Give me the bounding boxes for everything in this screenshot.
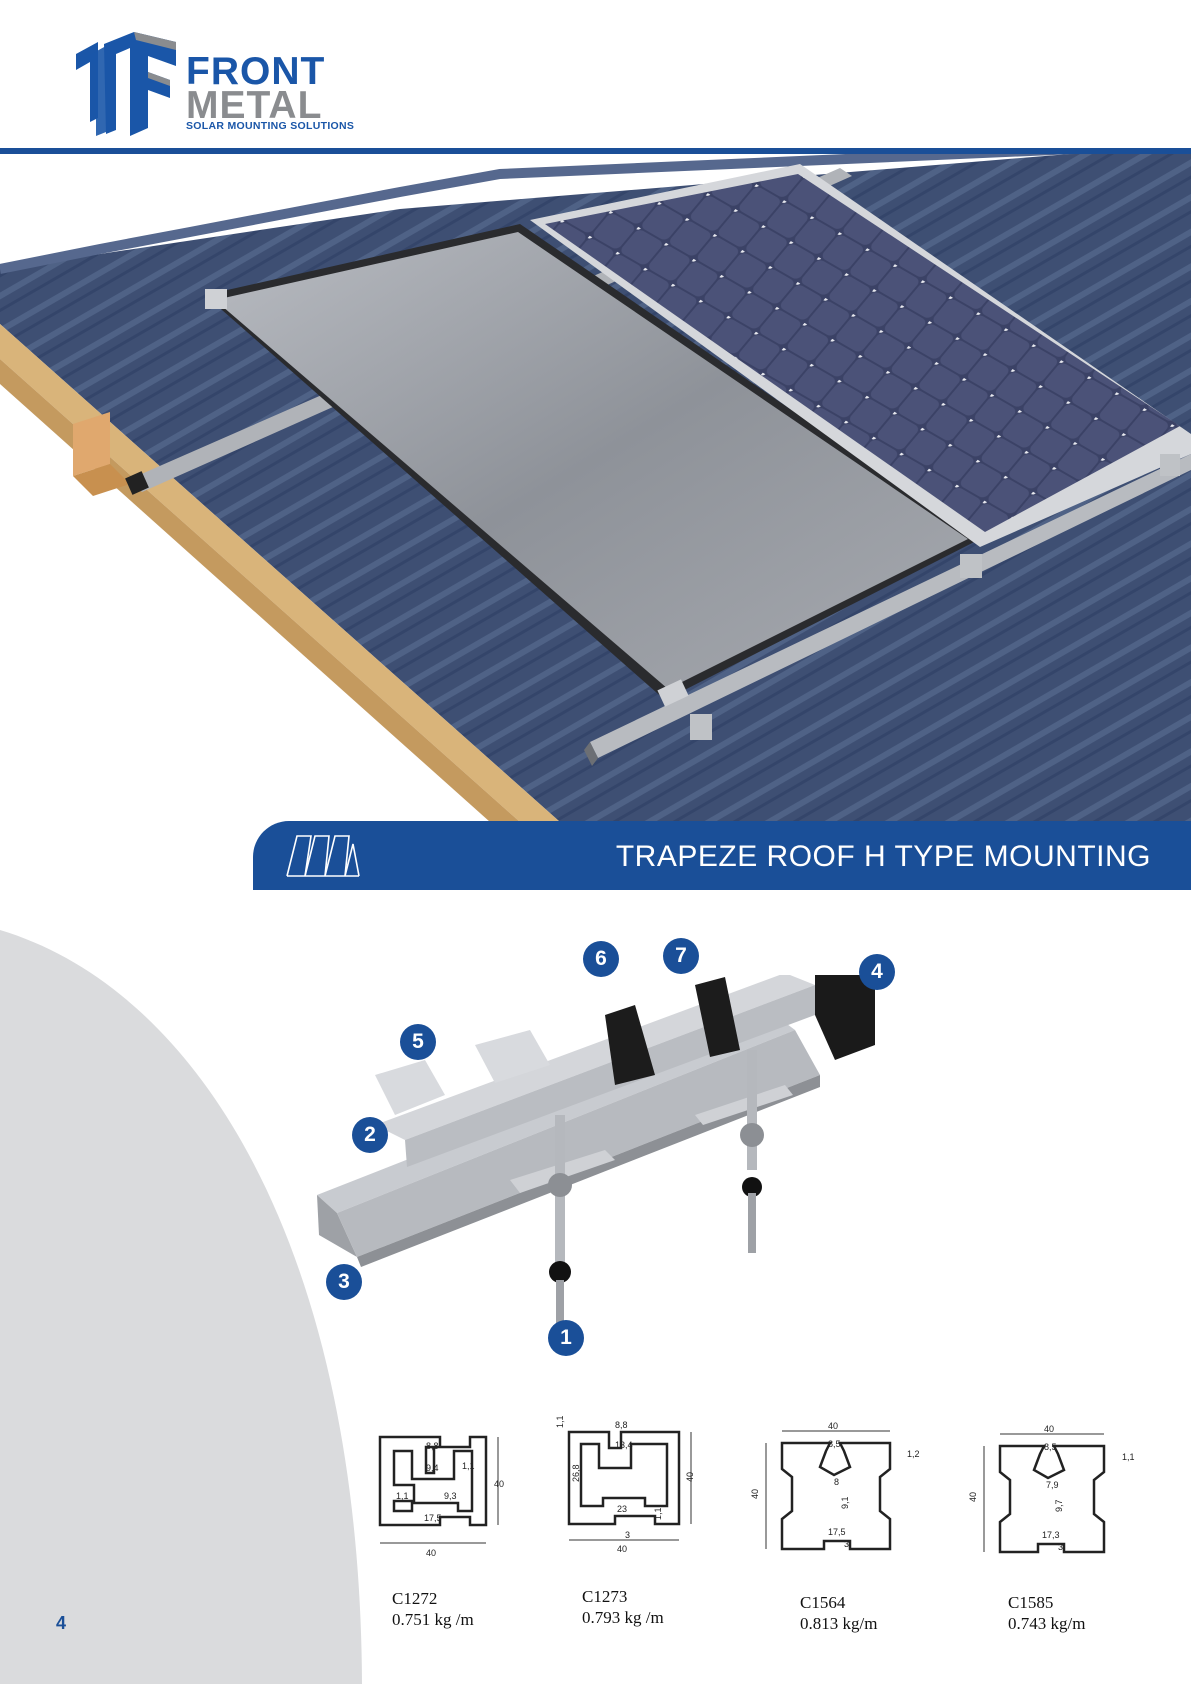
trapeze-roof-icon <box>286 835 360 877</box>
callout-3: 3 <box>326 1264 362 1300</box>
svg-text:9,4: 9,4 <box>426 1463 439 1473</box>
profile-drawing-c1273: 1,1 8,8 13,4 26,8 40 23 1,1 3 40 <box>555 1415 695 1554</box>
svg-text:40: 40 <box>426 1548 436 1558</box>
profile-weight: 0.743 kg/m <box>1008 1614 1086 1633</box>
svg-text:8: 8 <box>834 1477 839 1487</box>
svg-text:8,8: 8,8 <box>426 1441 439 1451</box>
svg-text:1,1: 1,1 <box>396 1491 409 1501</box>
svg-text:13,4: 13,4 <box>615 1440 633 1450</box>
roof-mounting-illustration <box>0 154 1191 822</box>
svg-text:3: 3 <box>844 1539 849 1549</box>
svg-text:1,1: 1,1 <box>653 1507 663 1520</box>
callout-1: 1 <box>548 1320 584 1356</box>
section-banner: TRAPEZE ROOF H TYPE MOUNTING <box>253 821 1191 890</box>
brand-tagline: SOLAR MOUNTING SOLUTIONS <box>186 120 355 132</box>
profile-code: C1272 <box>392 1589 438 1608</box>
profile-drawing-c1564: 40 8,5 1,2 8 40 9,1 17,5 3 <box>750 1421 920 1551</box>
profile-label-c1273: C1273 0.793 kg /m <box>582 1586 664 1628</box>
svg-text:3: 3 <box>625 1530 630 1540</box>
background-arc <box>0 930 362 1684</box>
brand-name-line2: METAL <box>186 84 323 127</box>
svg-text:40: 40 <box>494 1479 504 1489</box>
callout-5: 5 <box>400 1024 436 1060</box>
svg-text:3: 3 <box>1058 1542 1063 1552</box>
svg-text:7,9: 7,9 <box>1046 1480 1059 1490</box>
profile-code: C1585 <box>1008 1593 1054 1612</box>
header-divider <box>0 148 1191 154</box>
callout-2: 2 <box>352 1117 388 1153</box>
svg-text:40: 40 <box>828 1421 838 1431</box>
profile-weight: 0.813 kg/m <box>800 1614 878 1633</box>
profile-weight: 0.751 kg /m <box>392 1610 474 1629</box>
svg-text:17,5: 17,5 <box>828 1527 846 1537</box>
callout-7: 7 <box>663 938 699 974</box>
section-title: TRAPEZE ROOF H TYPE MOUNTING <box>615 840 1151 873</box>
profile-code: C1273 <box>582 1587 628 1606</box>
svg-text:17,5: 17,5 <box>424 1513 442 1523</box>
brand-name-line1: FRONT <box>186 50 326 93</box>
svg-text:9,3: 9,3 <box>444 1491 457 1501</box>
page-number: 4 <box>56 1613 67 1633</box>
svg-text:9,1: 9,1 <box>840 1496 850 1509</box>
svg-text:26,8: 26,8 <box>571 1464 581 1482</box>
svg-text:17,3: 17,3 <box>1042 1530 1060 1540</box>
svg-text:40: 40 <box>685 1472 695 1482</box>
brand-logo-mark <box>76 32 176 136</box>
svg-text:9,7: 9,7 <box>1054 1499 1064 1512</box>
callout-6: 6 <box>583 941 619 977</box>
svg-text:40: 40 <box>1044 1424 1054 1434</box>
svg-text:1,2: 1,2 <box>907 1449 920 1459</box>
svg-text:1,1: 1,1 <box>1122 1452 1135 1462</box>
svg-text:40: 40 <box>617 1544 627 1554</box>
svg-text:40: 40 <box>968 1492 978 1502</box>
profile-drawing-c1585: 40 8,5 1,1 7,9 40 9,7 17,3 3 <box>968 1424 1135 1554</box>
profile-code: C1564 <box>800 1593 846 1612</box>
callout-4: 4 <box>859 954 895 990</box>
profile-drawing-c1272: 8,8 9,4 1,1 1,1 9,3 17,5 40 40 <box>378 1435 504 1558</box>
assembly-exploded-illustration <box>317 975 875 1348</box>
svg-text:1,1: 1,1 <box>555 1415 565 1428</box>
svg-text:8,5: 8,5 <box>1044 1442 1057 1452</box>
svg-text:1,1: 1,1 <box>462 1461 475 1471</box>
svg-text:40: 40 <box>750 1489 760 1499</box>
svg-text:23: 23 <box>617 1504 627 1514</box>
profile-label-c1272: C1272 0.751 kg /m <box>392 1588 474 1630</box>
profile-weight: 0.793 kg /m <box>582 1608 664 1627</box>
svg-text:8,5: 8,5 <box>828 1439 841 1449</box>
profile-label-c1585: C1585 0.743 kg/m <box>1008 1592 1085 1634</box>
profile-label-c1564: C1564 0.813 kg/m <box>800 1592 877 1634</box>
svg-text:8,8: 8,8 <box>615 1420 628 1430</box>
